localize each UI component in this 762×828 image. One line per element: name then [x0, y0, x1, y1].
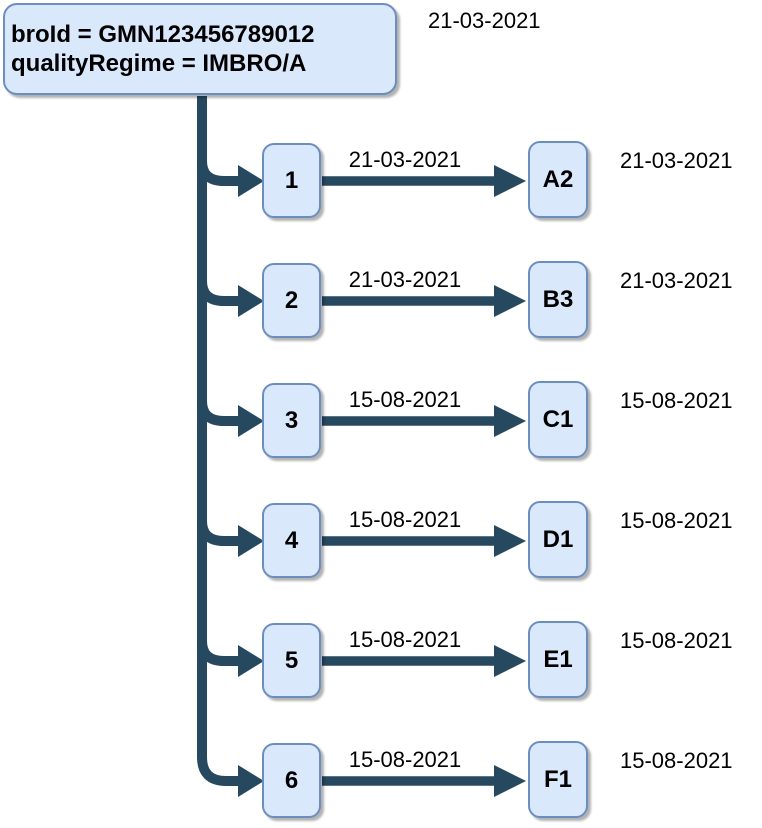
tube-node-label: 2: [284, 286, 299, 314]
branch-arrowhead-icon: [238, 285, 264, 317]
branch-line: [197, 273, 239, 306]
edge-date-label: 15-08-2021: [348, 747, 462, 772]
edge-arrowhead-icon: [494, 165, 526, 197]
edge-date-label: 15-08-2021: [348, 627, 462, 652]
edge-arrowhead-icon: [494, 765, 526, 797]
edge-arrowhead-icon: [494, 525, 526, 557]
edge-date-label: 15-08-2021: [348, 387, 462, 412]
target-date-label: 15-08-2021: [620, 508, 733, 533]
tube-node-label: 3: [284, 406, 299, 434]
trunk-line: [197, 96, 239, 786]
tube-node: 2: [262, 263, 321, 338]
branch-line: [197, 513, 239, 546]
root-node-broid: broId = GMN123456789012: [11, 21, 315, 48]
branch-line: [197, 633, 239, 666]
edge-arrowhead-icon: [494, 285, 526, 317]
target-node: E1: [528, 621, 588, 698]
branch-arrowhead-icon: [238, 525, 264, 557]
target-date-label: 21-03-2021: [620, 268, 733, 293]
diagram-row-4: 4 15-08-2021 D1 15-08-2021: [0, 500, 762, 582]
target-date-label: 15-08-2021: [620, 388, 733, 413]
target-node-label: B3: [542, 285, 574, 313]
target-date-label: 15-08-2021: [620, 748, 733, 773]
target-node: C1: [528, 381, 588, 458]
diagram-row-2: 2 21-03-2021 B3 21-03-2021: [0, 260, 762, 342]
tube-node: 5: [262, 623, 321, 698]
tube-node-label: 1: [284, 166, 299, 194]
branch-arrowhead-icon: [238, 645, 264, 677]
target-node: F1: [528, 741, 588, 818]
target-node-label: C1: [542, 405, 574, 433]
diagram-row-1: 1 21-03-2021 A2 21-03-2021: [0, 140, 762, 222]
tube-node: 3: [262, 383, 321, 458]
diagram-row-6: 6 15-08-2021 F1 15-08-2021: [0, 740, 762, 822]
diagram-row-5: 5 15-08-2021 E1 15-08-2021: [0, 620, 762, 702]
tube-node-label: 5: [284, 646, 299, 674]
target-node-label: E1: [543, 645, 573, 673]
branch-arrowhead-icon: [238, 165, 264, 197]
edge-date-label: 21-03-2021: [348, 147, 462, 172]
tube-node-label: 4: [284, 526, 299, 554]
tube-node: 4: [262, 503, 321, 578]
target-date-label: 21-03-2021: [620, 148, 733, 173]
branch-arrowhead-icon: [238, 765, 264, 797]
edge-arrowhead-icon: [494, 645, 526, 677]
target-date-label: 15-08-2021: [620, 628, 733, 653]
tube-node: 1: [262, 143, 321, 218]
target-node-label: F1: [543, 765, 572, 793]
target-node-label: A2: [542, 165, 574, 193]
target-node: D1: [528, 501, 588, 578]
target-node-label: D1: [542, 525, 574, 553]
root-node-quality-regime: qualityRegime = IMBRO/A: [11, 50, 307, 77]
tube-node: 6: [262, 743, 321, 818]
target-node: B3: [528, 261, 588, 338]
root-date-label: 21-03-2021: [428, 8, 541, 33]
edge-date-label: 15-08-2021: [348, 507, 462, 532]
branch-line: [197, 393, 239, 426]
edge-date-label: 21-03-2021: [348, 267, 462, 292]
edge-arrowhead-icon: [494, 405, 526, 437]
branch-line: [197, 153, 239, 186]
tube-node-label: 6: [284, 766, 299, 794]
branch-arrowhead-icon: [238, 405, 264, 437]
diagram-row-3: 3 15-08-2021 C1 15-08-2021: [0, 380, 762, 462]
target-node: A2: [528, 141, 588, 218]
root-node: broId = GMN123456789012 qualityRegime = …: [3, 3, 397, 95]
